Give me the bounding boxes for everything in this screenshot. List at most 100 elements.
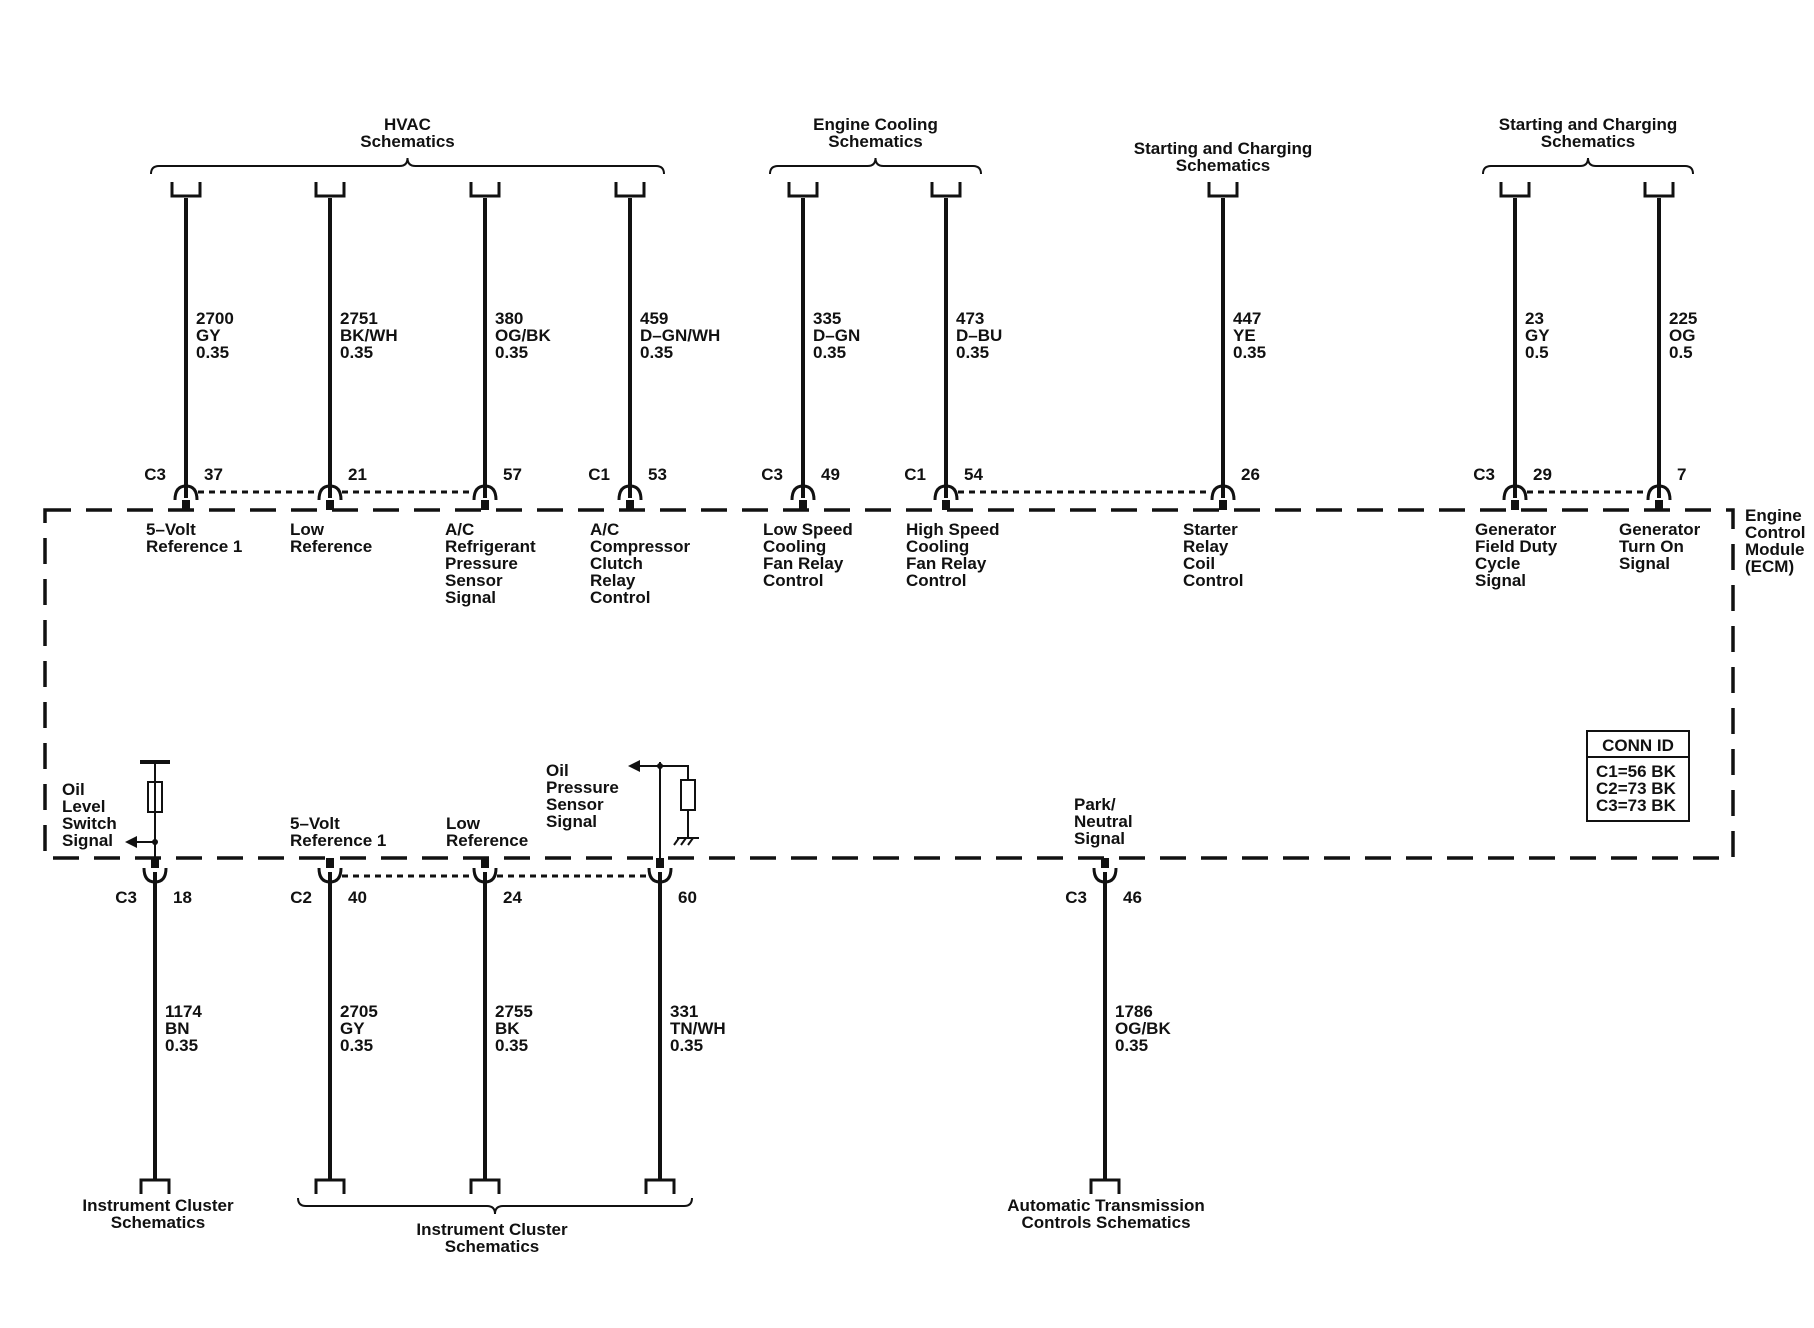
top-pin-number-1: 21 [348, 465, 367, 484]
oil-pressure-arrow-icon [628, 760, 640, 772]
bottom-pin-number-3: 60 [678, 888, 697, 907]
bottom-pin-2 [472, 867, 498, 884]
oil-level-splice-dot [152, 839, 158, 845]
top-pin-number-4: 49 [821, 465, 840, 484]
top-pin-8 [1646, 484, 1672, 501]
top-terminal-4 [787, 182, 819, 198]
bottom-pin-4 [1092, 867, 1118, 884]
bottom-pin-2-pin [481, 858, 489, 868]
top-pin-2-pin [481, 500, 489, 510]
top-pin-0-pin [182, 500, 190, 510]
top-brace-0 [150, 157, 665, 175]
ground-icon [673, 837, 699, 846]
bottom-pin-3 [647, 867, 673, 884]
top-terminal-1 [314, 182, 346, 198]
top-pin-number-8: 7 [1677, 465, 1686, 484]
top-pin-4-pin [799, 500, 807, 510]
bottom-terminal-2 [469, 1178, 501, 1194]
oil-level-arrow-icon [125, 836, 137, 848]
bottom-terminal-3 [644, 1178, 676, 1194]
bottom-terminal-4 [1089, 1178, 1121, 1194]
top-terminal-3 [614, 182, 646, 198]
top-pin-6 [1210, 484, 1236, 501]
top-pin-number-2: 57 [503, 465, 522, 484]
top-pin-5 [933, 484, 959, 501]
top-connector-3: C1 [588, 465, 610, 484]
bottom-pin-number-0: 18 [173, 888, 192, 907]
bottom-pin-0-pin [151, 858, 159, 868]
top-pin-number-7: 29 [1533, 465, 1552, 484]
bottom-connector-0: C3 [115, 888, 137, 907]
top-terminal-6 [1207, 182, 1239, 198]
top-connector-4: C3 [761, 465, 783, 484]
top-pin-7-pin [1511, 500, 1519, 510]
top-pin-number-5: 54 [964, 465, 983, 484]
top-terminal-2 [469, 182, 501, 198]
bottom-pin-number-1: 40 [348, 888, 367, 907]
bottom-connector-1: C2 [290, 888, 312, 907]
top-brace-1 [769, 157, 982, 175]
top-pin-6-pin [1219, 500, 1227, 510]
top-connector-5: C1 [904, 465, 926, 484]
bottom-brace-1 [297, 1197, 693, 1215]
top-terminal-7 [1499, 182, 1531, 198]
bottom-pin-3-pin [656, 858, 664, 868]
top-pin-number-3: 53 [648, 465, 667, 484]
top-pin-1 [317, 484, 343, 501]
bottom-connector-4: C3 [1065, 888, 1087, 907]
bottom-pin-1 [317, 867, 343, 884]
top-pin-0 [173, 484, 199, 501]
oil-pressure-pullup [660, 765, 689, 780]
bottom-pin-number-2: 24 [503, 888, 522, 907]
top-terminal-8 [1643, 182, 1675, 198]
top-pin-5-pin [942, 500, 950, 510]
top-pin-7 [1502, 484, 1528, 501]
bottom-terminal-0 [139, 1178, 171, 1194]
top-pin-number-6: 26 [1241, 465, 1260, 484]
bottom-terminal-1 [314, 1178, 346, 1194]
top-terminal-0 [170, 182, 202, 198]
top-pin-8-pin [1655, 500, 1663, 510]
ecm-module-border [43, 508, 1735, 860]
oil-level-resistor-icon [147, 781, 163, 813]
top-terminal-5 [930, 182, 962, 198]
bottom-pin-4-pin [1101, 858, 1109, 868]
top-brace-3 [1482, 157, 1694, 175]
top-connector-7: C3 [1473, 465, 1495, 484]
bottom-pin-number-4: 46 [1123, 888, 1142, 907]
conn-id-title: CONN ID [1602, 736, 1674, 755]
top-pin-1-pin [326, 500, 334, 510]
conn-id-box [1586, 730, 1690, 822]
